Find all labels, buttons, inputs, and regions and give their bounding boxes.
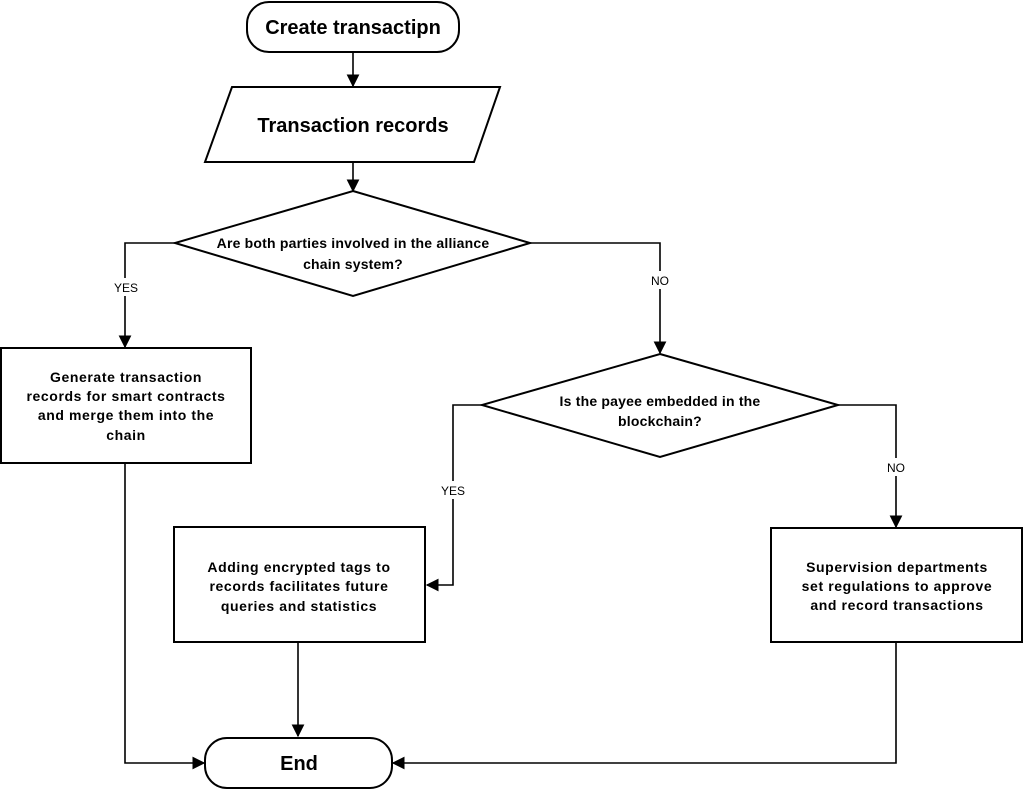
decision2-shape xyxy=(478,352,842,459)
decision2-label-line1: Is the payee embedded in the xyxy=(560,393,761,409)
yes-label-bg-2 xyxy=(437,481,469,499)
generate-label-line4: chain xyxy=(106,427,146,443)
edge-generate-to-end xyxy=(124,463,206,770)
end-node: End xyxy=(204,737,393,789)
edge-decision2-no xyxy=(838,404,903,529)
generate-node-shape xyxy=(0,347,252,464)
yes-label-1: YES xyxy=(114,281,138,295)
edge-supervision-to-end xyxy=(391,642,897,770)
start-node-shape xyxy=(246,1,460,53)
decision1-shape xyxy=(171,189,534,298)
generate-label-line1: Generate transaction xyxy=(50,369,202,385)
records-node: Transaction records xyxy=(203,86,502,163)
no-label-2: NO xyxy=(887,461,905,475)
start-node-label: Create transactipn xyxy=(265,17,441,39)
decision1-label-line2: chain system? xyxy=(303,256,403,272)
adding-node-shape xyxy=(173,526,426,643)
end-node-shape xyxy=(204,737,393,789)
no-label-bg-2 xyxy=(881,458,911,476)
end-node-label: End xyxy=(280,753,318,775)
records-node-label: Transaction records xyxy=(257,115,448,137)
no-label-bg xyxy=(645,271,675,289)
generate-label-line3: and merge them into the xyxy=(38,407,214,423)
adding-node: Adding encrypted tags to records facilit… xyxy=(173,526,426,643)
start-node: Create transactipn xyxy=(246,1,460,53)
edge-labels: YES NO YES NO xyxy=(110,271,911,499)
supervision-node: Supervision departments set regulations … xyxy=(770,527,1023,643)
no-label-1: NO xyxy=(651,274,669,288)
decision2-node: Is the payee embedded in the blockchain? xyxy=(478,352,842,459)
adding-label-line3: queries and statistics xyxy=(221,598,377,614)
yes-label-2: YES xyxy=(441,484,465,498)
edge-decision1-no xyxy=(530,242,667,355)
supervision-label-line1: Supervision departments xyxy=(806,559,988,575)
supervision-node-shape xyxy=(770,527,1023,643)
records-node-shape xyxy=(203,86,502,163)
generate-label-line2: records for smart contracts xyxy=(26,388,225,404)
generate-node: Generate transaction records for smart c… xyxy=(0,347,252,464)
adding-label-line1: Adding encrypted tags to xyxy=(207,559,390,575)
decision1-label-line1: Are both parties involved in the allianc… xyxy=(217,235,490,251)
yes-label-bg xyxy=(110,278,142,296)
supervision-label-line2: set regulations to approve xyxy=(802,578,993,594)
edge-decision1-yes xyxy=(118,242,175,349)
adding-label-line2: records facilitates future xyxy=(210,578,389,594)
supervision-label-line3: and record transactions xyxy=(810,597,983,613)
decision1-node: Are both parties involved in the allianc… xyxy=(171,189,534,298)
decision2-label-line2: blockchain? xyxy=(618,413,702,429)
